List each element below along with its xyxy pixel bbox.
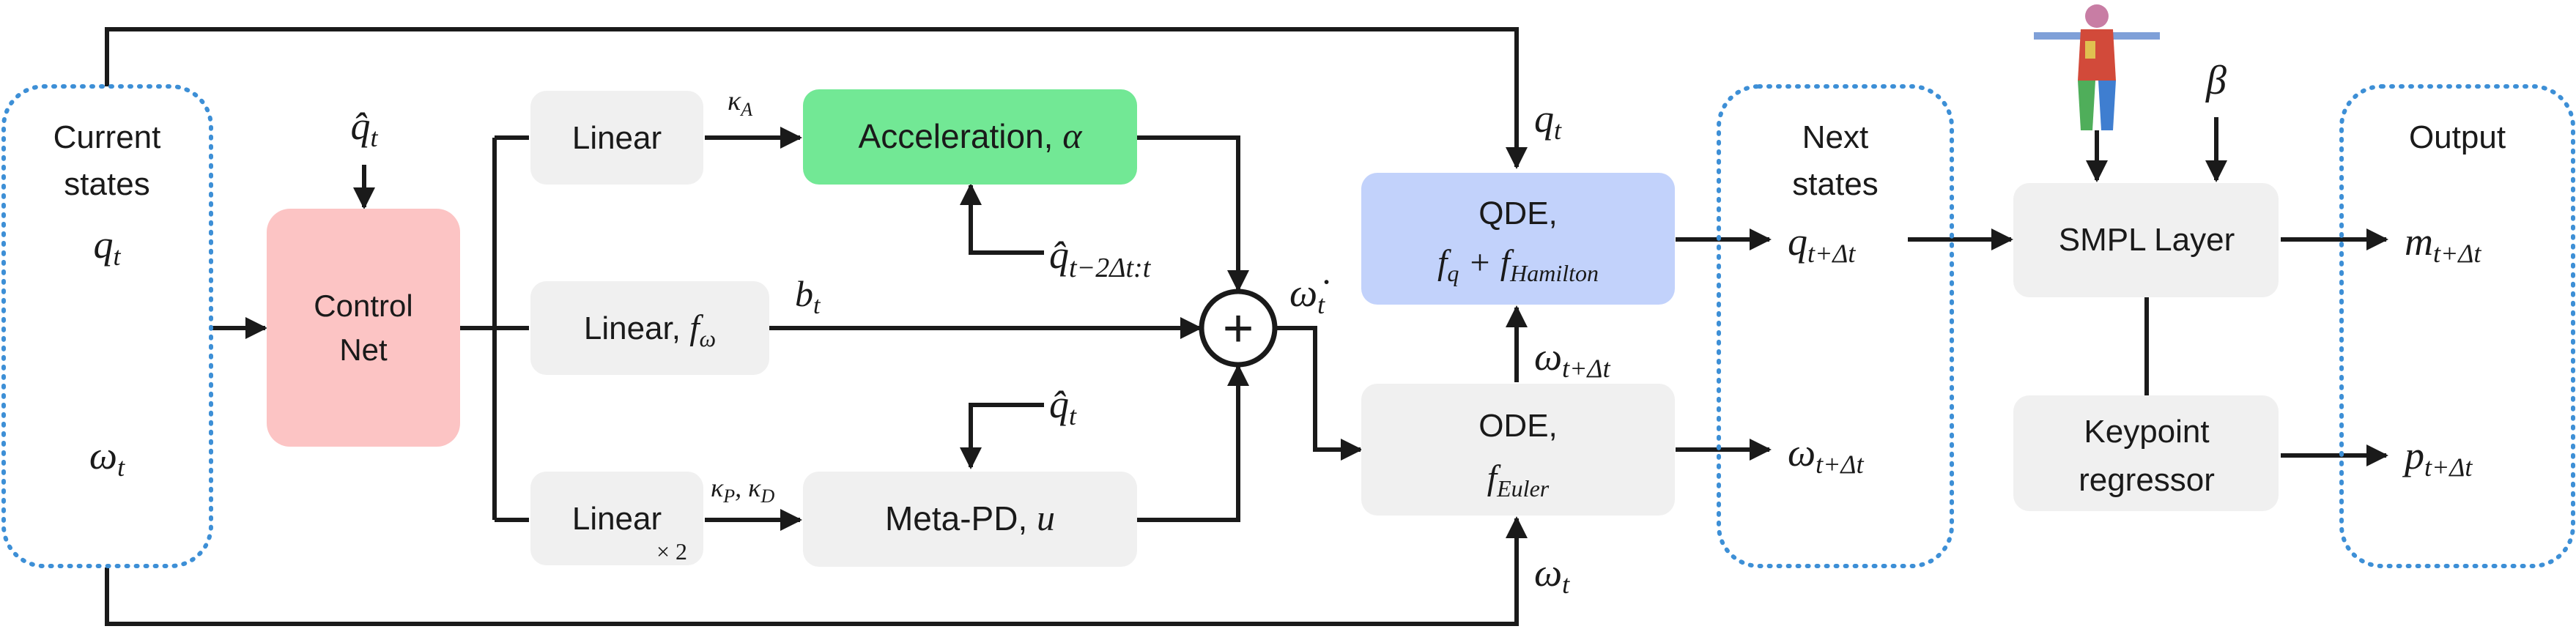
output-title: Output <box>2409 119 2506 155</box>
qde-group: qt QDE, fq + fHamilton <box>1361 97 1675 305</box>
current-omega-label: ωt <box>89 433 125 482</box>
meta-pd-label: Meta-PD, u <box>885 497 1055 538</box>
next-states-title-1: Next <box>1802 119 1868 155</box>
ode-label: ODE, <box>1478 408 1558 444</box>
sum-circle <box>1199 289 1278 368</box>
acceleration-box <box>803 89 1137 185</box>
keypoint-label-2: regressor <box>2079 462 2215 498</box>
sum-output-label: ω̇t <box>1289 271 1329 319</box>
keypoint-label-1: Keypoint <box>2084 414 2209 450</box>
top-loop-arrow <box>105 27 1528 169</box>
linear-top-label: Linear <box>572 120 662 156</box>
ode-group: ωt+Δt ODE, fEuler ωt <box>1361 335 1675 599</box>
linear-bot-label: Linear <box>572 501 662 537</box>
acceleration-label: Acceleration, α <box>859 115 1084 156</box>
next-q-label: qt+Δt <box>1788 220 1856 268</box>
smpl-layer-box <box>2013 183 2279 297</box>
qde-input-label: qt <box>1534 97 1562 145</box>
next-states-group: Next states qt+Δt ωt+Δt <box>1717 84 1954 568</box>
metapd-to-sum-arrow <box>1137 364 1249 522</box>
linear-mid-label: Linear, fω <box>584 308 716 351</box>
linear-top-group: Linear κA <box>530 86 752 185</box>
linear-mid-box <box>530 281 769 375</box>
output-m-label: mt+Δt <box>2405 220 2481 268</box>
current-q-label: qt <box>93 223 121 271</box>
control-input-label: q̂t <box>350 104 378 152</box>
history-to-accel-arrow <box>960 183 1044 255</box>
ode-input-label: ωt <box>1534 551 1570 599</box>
kappa-pd-label: κP, κD <box>711 473 774 507</box>
next-omega-label: ωt+Δt <box>1788 431 1865 479</box>
metapd-input-label: q̂t <box>1049 382 1077 431</box>
linear-times-label: × 2 <box>656 538 687 565</box>
current-states-border <box>1 84 213 568</box>
qhat-to-metapd-arrow <box>960 403 1044 469</box>
sum-group: + ω̇t <box>1199 271 1329 368</box>
kappa-a-label: κA <box>728 86 752 120</box>
linear-mid-group: Linear, fω bt <box>530 273 821 375</box>
current-states-title-2: states <box>64 166 149 202</box>
b-t-label: bt <box>795 273 821 319</box>
meta-pd-group: q̂t Meta-PD, u <box>803 382 1137 567</box>
history-label: q̂t−2Δt:t <box>1049 233 1152 283</box>
ode-box <box>1361 384 1675 516</box>
acceleration-group: Acceleration, α q̂t−2Δt:t <box>803 89 1152 283</box>
bottom-loop-arrow <box>105 516 1528 626</box>
linear-top-box <box>530 91 703 185</box>
output-border <box>2339 84 2575 568</box>
accel-to-sum-arrow <box>1137 135 1249 292</box>
qde-box <box>1361 173 1675 305</box>
qde-label: QDE, <box>1478 196 1558 231</box>
keypoint-group: Keypoint regressor <box>2013 395 2279 511</box>
next-states-border <box>1717 84 1954 568</box>
connections <box>105 27 2388 626</box>
control-net-label-1: Control <box>314 289 412 323</box>
control-net-box <box>267 209 460 447</box>
control-net-label-2: Net <box>339 332 388 367</box>
sum-symbol: + <box>1222 298 1254 360</box>
current-states-title-1: Current <box>53 119 161 155</box>
output-group: Output mt+Δt pt+Δt <box>2339 84 2575 568</box>
control-net-group: q̂t Control Net <box>267 104 460 447</box>
smpl-group: β SMPL Layer <box>2013 58 2279 297</box>
current-states-group: Current states qt ωt <box>1 84 213 568</box>
smpl-layer-label: SMPL Layer <box>2059 222 2235 258</box>
sum-to-ode-arrow <box>1277 326 1363 461</box>
linear-bot-box <box>530 472 703 565</box>
ode-output-label: ωt+Δt <box>1534 335 1611 383</box>
linear-bot-group: Linear × 2 κP, κD <box>530 472 774 565</box>
body-model-icon <box>2034 4 2160 130</box>
output-p-label: pt+Δt <box>2402 433 2473 482</box>
beta-label: β <box>2205 58 2227 103</box>
meta-pd-box <box>803 472 1137 567</box>
next-states-title-2: states <box>1792 166 1878 202</box>
keypoint-regressor-box <box>2013 395 2279 511</box>
